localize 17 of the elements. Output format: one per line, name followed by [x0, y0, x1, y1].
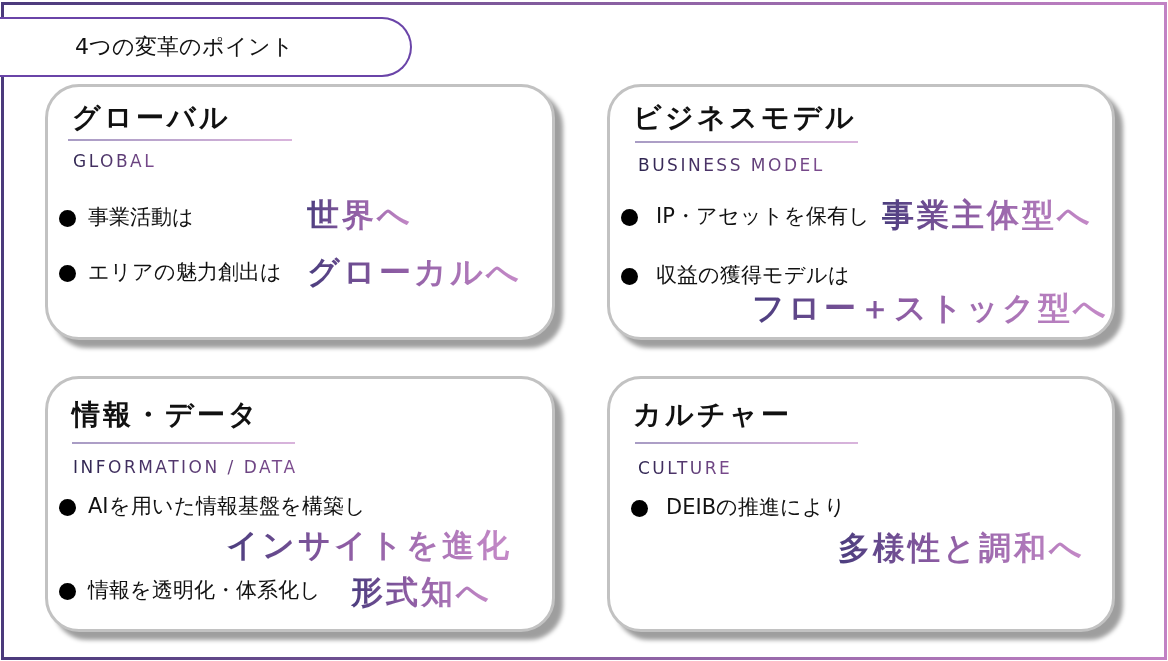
heading-tab: [0, 17, 412, 77]
card: [607, 84, 1115, 340]
card-heading: グローバル: [72, 101, 231, 135]
bullet-text: IP・アセットを保有し: [656, 204, 870, 230]
bullet-text: 情報を透明化・体系化し: [88, 578, 321, 604]
bullet-text: 事業活動は: [88, 205, 194, 231]
card-heading: カルチャー: [633, 398, 792, 432]
card: [607, 376, 1115, 632]
card: [45, 84, 555, 340]
bullet-text: エリアの魅力創出は: [88, 260, 282, 286]
bullet-text: AIを用いた情報基盤を構築し: [88, 494, 366, 520]
bullet-text: 収益の獲得モデルは: [656, 263, 850, 289]
card: [45, 376, 555, 632]
card-heading: 情報・データ: [72, 398, 260, 432]
bullet-text: DEIBの推進により: [666, 495, 847, 521]
tab-title: 4つの変革のポイント: [75, 33, 294, 61]
card-heading: ビジネスモデル: [633, 101, 857, 135]
